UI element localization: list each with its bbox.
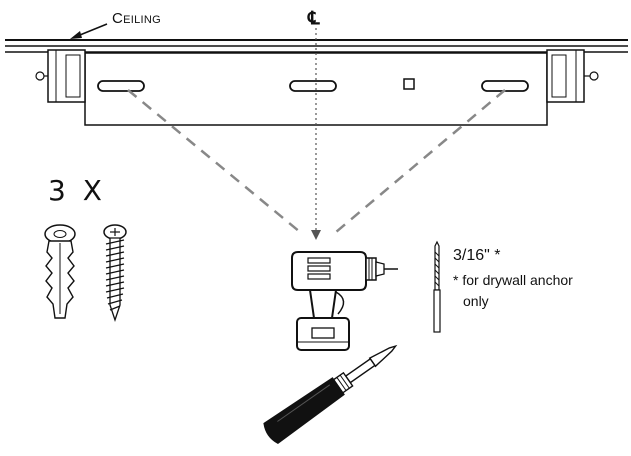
drill-bit-icon <box>433 240 441 333</box>
power-drill-icon <box>291 251 398 351</box>
footnote-line1: * for drywall anchor <box>453 272 573 288</box>
screw-slot-icon <box>97 78 529 92</box>
centerline-icon <box>311 28 321 240</box>
drill-bit-size-label: 3/16" * <box>453 247 501 264</box>
centerline-label: ℄ <box>308 8 320 28</box>
ceiling-icon <box>5 39 628 53</box>
footnote-line2: only <box>463 293 489 309</box>
drywall-anchor-icon <box>44 224 76 319</box>
ceiling-arrow-icon <box>70 23 108 39</box>
quantity-label: 3 X <box>48 174 106 207</box>
ceiling-label: Ceiling <box>112 10 161 27</box>
wood-screw-icon <box>103 224 127 323</box>
screwdriver-icon <box>263 344 398 444</box>
